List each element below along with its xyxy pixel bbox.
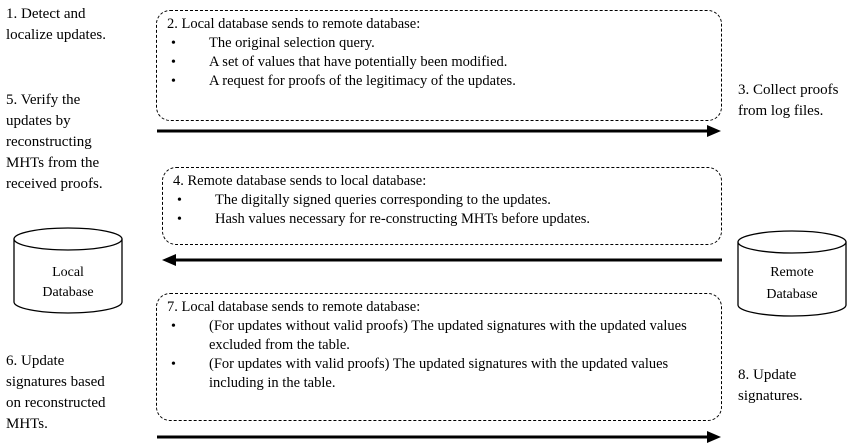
box-list-item: (For updates without valid proofs) The u… xyxy=(167,317,703,355)
local-database-label-line1: Local xyxy=(52,265,84,280)
box-title: 2. Local database sends to remote databa… xyxy=(167,16,421,32)
arrow-local-to-remote-2 xyxy=(157,431,721,443)
step5-note: 5. Verify the updates by reconstructing … xyxy=(6,92,103,192)
box-list-item: (For updates with valid proofs) The upda… xyxy=(167,355,703,393)
box-list-item: A request for proofs of the legitimacy o… xyxy=(167,72,711,91)
arrow-remote-to-local xyxy=(162,254,722,266)
arrow-local-to-remote-1 xyxy=(157,125,721,137)
remote-database: Remote Database xyxy=(734,229,850,319)
step3-note: 3. Collect proofs from log files. xyxy=(738,82,839,119)
box-title: 7. Local database sends to remote databa… xyxy=(167,299,421,315)
message-box-step7: 7. Local database sends to remote databa… xyxy=(156,293,722,421)
box-list-item: A set of values that have potentially be… xyxy=(167,53,711,72)
box-list-item: The digitally signed queries correspondi… xyxy=(173,191,711,210)
box-item-list: The original selection query. A set of v… xyxy=(167,34,711,91)
database-cylinder-icon xyxy=(13,227,123,314)
message-box-step4: 4. Remote database sends to local databa… xyxy=(162,167,722,245)
remote-database-label-line2: Database xyxy=(766,287,818,302)
database-cylinder-icon xyxy=(737,230,847,317)
box-item-list: The digitally signed queries correspondi… xyxy=(173,191,711,229)
remote-database-label-line1: Remote xyxy=(770,265,814,280)
box-list-item: Hash values necessary for re-constructin… xyxy=(173,210,711,229)
local-database: Local Database xyxy=(10,226,126,316)
step8-note: 8. Update signatures. xyxy=(738,367,803,404)
message-box-step2: 2. Local database sends to remote databa… xyxy=(156,10,722,121)
step1-note: 1. Detect and localize updates. xyxy=(6,6,106,43)
box-list-item: The original selection query. xyxy=(167,34,711,53)
local-database-label-line2: Database xyxy=(42,285,94,300)
box-title: 4. Remote database sends to local databa… xyxy=(173,173,427,189)
box-item-list: (For updates without valid proofs) The u… xyxy=(167,317,711,393)
step6-note: 6. Update signatures based on reconstruc… xyxy=(6,353,106,432)
